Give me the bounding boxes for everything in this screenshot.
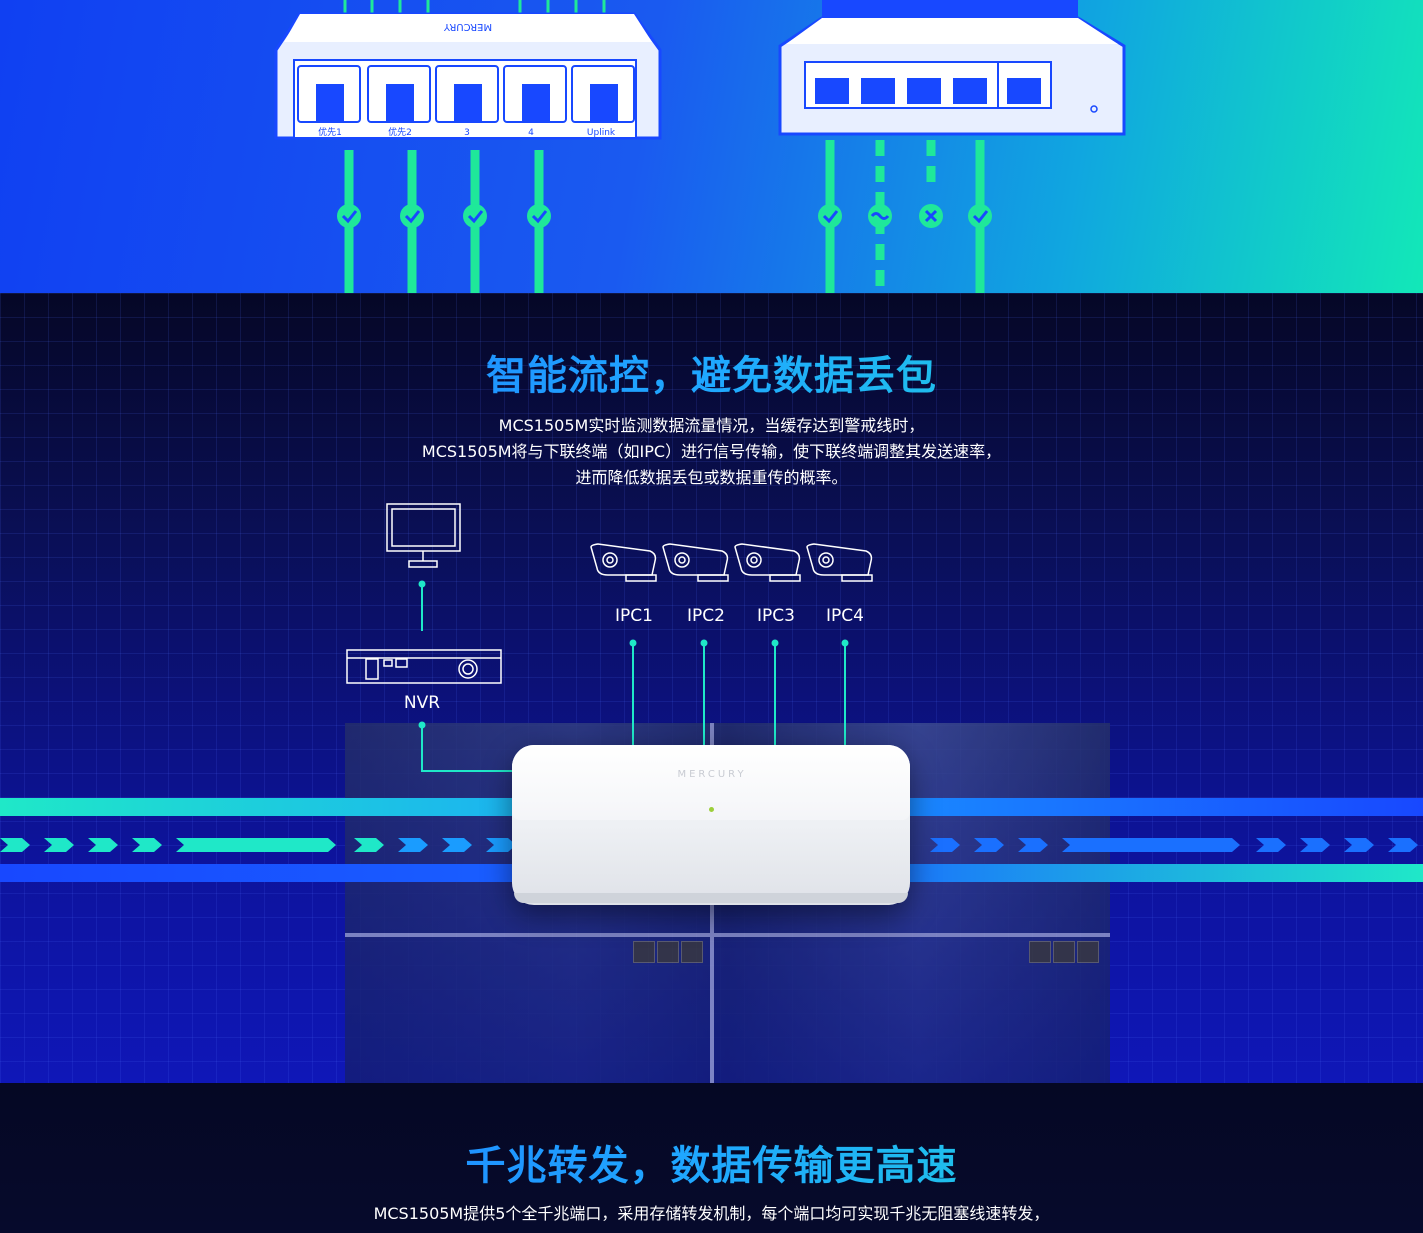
port-label: 优先1 <box>318 126 342 138</box>
camera-icon <box>590 543 657 582</box>
flow-control-title: 智能流控，避免数据丢包 <box>0 343 1423 401</box>
top-banner-section: MERCURY 优先1 优先2 3 4 Uplink <box>0 0 1423 293</box>
left-switch: MERCURY 优先1 优先2 3 4 Uplink <box>274 12 662 140</box>
port-label: 4 <box>528 128 534 138</box>
nvr-label: NVR <box>403 693 441 713</box>
camera-feed-icons <box>1029 941 1099 963</box>
nvr-icon <box>346 649 502 684</box>
camera-icon <box>806 543 873 582</box>
flow-control-section: 智能流控，避免数据丢包 MCS1505M实时监测数据流量情况，当缓存达到警戒线时… <box>0 293 1423 1083</box>
camera-label: IPC4 <box>826 606 864 626</box>
right-switch <box>778 16 1126 136</box>
description-line: MCS1505M将与下联终端（如IPC）进行信号传输，使下联终端调整其发送速率， <box>421 442 1002 461</box>
camera-icon <box>734 543 801 582</box>
device-status-led <box>709 807 714 812</box>
description-line: MCS1505M实时监测数据流量情况，当缓存达到警戒线时， <box>498 416 925 435</box>
flow-control-description: MCS1505M实时监测数据流量情况，当缓存达到警戒线时， MCS1505M将与… <box>0 413 1423 491</box>
check-icon <box>337 204 361 228</box>
check-icon <box>818 204 842 228</box>
camera-label: IPC1 <box>615 606 653 626</box>
port-label: Uplink <box>587 128 616 138</box>
left-link-status-icons <box>337 204 551 228</box>
check-icon <box>463 204 487 228</box>
description-line: MCS1505M提供5个全千兆端口，采用存储转发机制，每个端口均可实现千兆无阻塞… <box>373 1204 1050 1223</box>
camera-label: IPC2 <box>687 606 725 626</box>
check-icon <box>400 204 424 228</box>
description-line: 进而降低数据丢包或数据重传的概率。 <box>575 468 848 487</box>
device-base <box>514 893 908 903</box>
photo-divider <box>345 933 1110 937</box>
gigabit-title: 千兆转发，数据传输更高速 <box>0 1133 1423 1191</box>
camera-icon <box>662 543 729 582</box>
cross-icon <box>919 204 943 228</box>
gigabit-section: 千兆转发，数据传输更高速 MCS1505M提供5个全千兆端口，采用存储转发机制，… <box>0 1083 1423 1233</box>
mercury-switch-device: MERCURY <box>512 745 910 905</box>
check-icon <box>527 204 551 228</box>
gigabit-description: MCS1505M提供5个全千兆端口，采用存储转发机制，每个端口均可实现千兆无阻塞… <box>0 1201 1423 1227</box>
monitor-icon <box>386 503 461 568</box>
wave-icon <box>868 204 892 228</box>
camera-feed-icons <box>633 941 703 963</box>
check-icon <box>968 204 992 228</box>
network-diagram <box>346 503 873 772</box>
switch-comparison-illustration: MERCURY 优先1 优先2 3 4 Uplink <box>274 0 1126 293</box>
left-switch-brand: MERCURY <box>443 21 492 32</box>
port-label: 优先2 <box>388 126 412 138</box>
camera-label: IPC3 <box>757 606 795 626</box>
device-brand-logo: MERCURY <box>677 769 747 780</box>
right-link-status-icons <box>818 204 992 228</box>
port-label: 3 <box>464 128 470 138</box>
